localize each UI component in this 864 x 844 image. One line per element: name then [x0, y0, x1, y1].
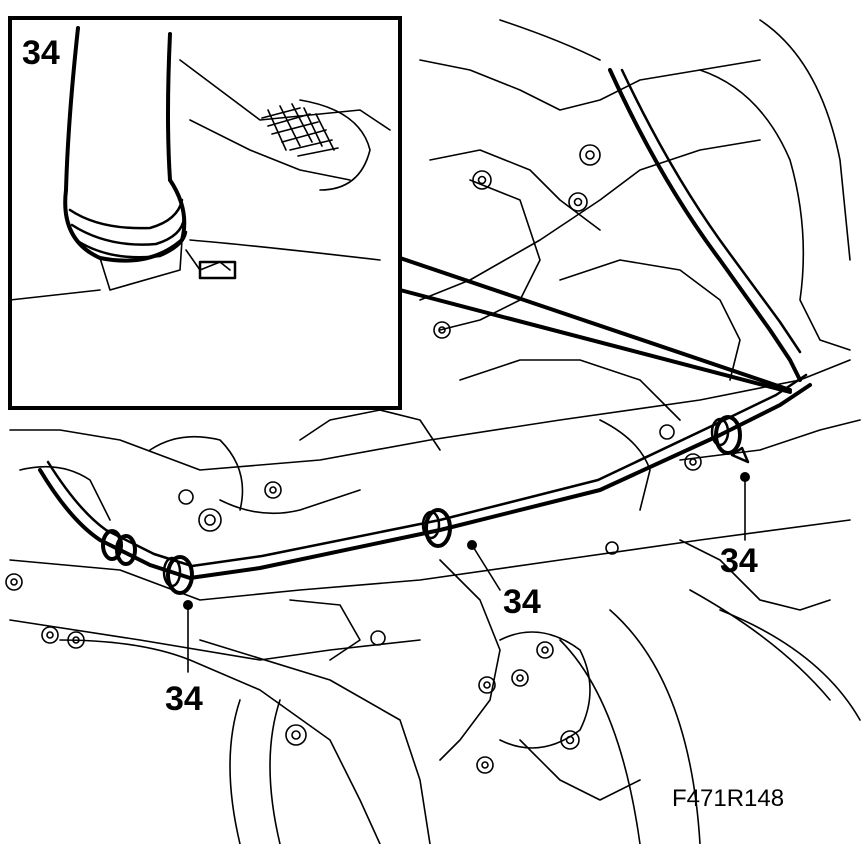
callout-middle: 34 — [503, 583, 541, 621]
hose-clip-right — [710, 415, 750, 482]
callout-right: 34 — [720, 542, 758, 580]
figure-code: F471R148 — [672, 785, 784, 812]
detail-inset-frame: 34 — [8, 16, 792, 410]
hose-clip-left — [162, 555, 194, 610]
bolt-head-icon — [5, 144, 702, 774]
inset-hose-closeup — [9, 26, 391, 301]
callout-left: 34 — [165, 680, 203, 718]
hose-clip-upper-left — [101, 529, 137, 566]
callout-leaders — [187, 476, 746, 673]
brake-pipe-icon — [38, 68, 812, 580]
callout-inset: 34 — [22, 34, 60, 72]
